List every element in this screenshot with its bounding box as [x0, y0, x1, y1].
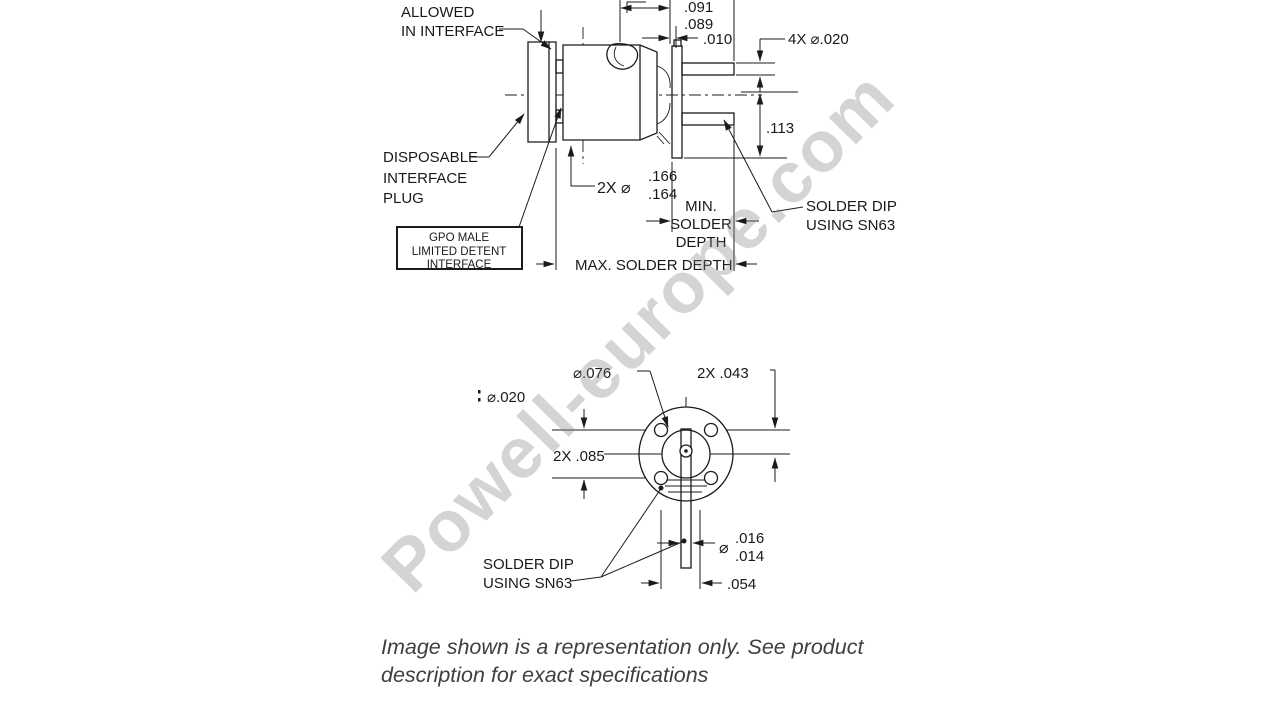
svg-text:DEPTH: DEPTH	[676, 234, 727, 251]
side-view-text: .091 .089 .010 4X ⌀.020 .113 2X ⌀ .166 .…	[383, 0, 897, 274]
dim-016: .016	[735, 530, 764, 547]
side-view-dimensions	[396, 0, 804, 271]
body-outline	[562, 44, 658, 141]
plug-outline	[527, 41, 557, 143]
mount-hole	[703, 422, 719, 438]
svg-text:INTERFACE: INTERFACE	[427, 259, 492, 271]
dim-2x-dia: 2X ⌀	[597, 180, 631, 197]
gpo-interface-callout-box	[396, 226, 523, 270]
side-view-geometry	[505, 27, 762, 164]
min-solder-depth-label: MIN.	[685, 198, 717, 215]
flange-view-text: ⌀.076 2X .043 ⌀.020 2X .085 SOLDER DIP U…	[483, 365, 764, 593]
dim-014: .014	[735, 548, 764, 565]
caption: Image shown is a representation only. Se…	[381, 635, 864, 687]
svg-text:SOLDER: SOLDER	[670, 216, 732, 233]
svg-text:USING SN63: USING SN63	[806, 217, 895, 234]
dim-113: .113	[766, 120, 794, 137]
solder-point	[681, 538, 687, 544]
solder-dip-label-side: SOLDER DIP	[806, 198, 897, 215]
lower-leg	[681, 112, 735, 126]
dim-020: ⌀.020	[487, 389, 525, 406]
svg-text:IN INTERFACE: IN INTERFACE	[401, 23, 504, 40]
dia-symbol: ⌀	[719, 540, 729, 557]
detent-detail	[606, 42, 639, 70]
dim-054: .054	[727, 576, 756, 593]
allowed-in-interface-label: ALLOWED	[401, 4, 475, 21]
mount-hole	[653, 422, 669, 438]
svg-text:USING SN63: USING SN63	[483, 575, 572, 592]
max-solder-depth-label: MAX. SOLDER DEPTH	[575, 257, 733, 274]
gpo-interface-label: GPO MALE	[429, 232, 489, 244]
mount-hole	[653, 470, 669, 486]
flange-view-geometry	[552, 397, 790, 589]
svg-text:PLUG: PLUG	[383, 190, 424, 207]
disposable-plug-label: DISPOSABLE	[383, 149, 478, 166]
solder-point	[658, 485, 664, 491]
dim-166: .166	[648, 168, 677, 185]
svg-text:INTERFACE: INTERFACE	[383, 170, 467, 187]
flange-plate	[671, 45, 683, 159]
dim-089: .089	[684, 16, 713, 33]
mount-hole	[703, 470, 719, 486]
dim-076: ⌀.076	[573, 365, 611, 382]
svg-text:LIMITED DETENT: LIMITED DETENT	[412, 246, 507, 258]
dim-2x-043: 2X .043	[697, 365, 749, 382]
solder-dip-label-bottom: SOLDER DIP	[483, 556, 574, 573]
upper-leg	[681, 62, 735, 76]
dim-010: .010	[703, 31, 732, 48]
dim-4x-020: 4X ⌀.020	[788, 31, 849, 48]
dim-164: .164	[648, 186, 677, 203]
flange-outer-circle	[638, 406, 734, 502]
flange-view-dimensions	[478, 369, 779, 587]
dim-2x-085: 2X .085	[553, 448, 605, 465]
dim-091: .091	[684, 0, 713, 16]
center-pin-tab	[680, 428, 692, 569]
